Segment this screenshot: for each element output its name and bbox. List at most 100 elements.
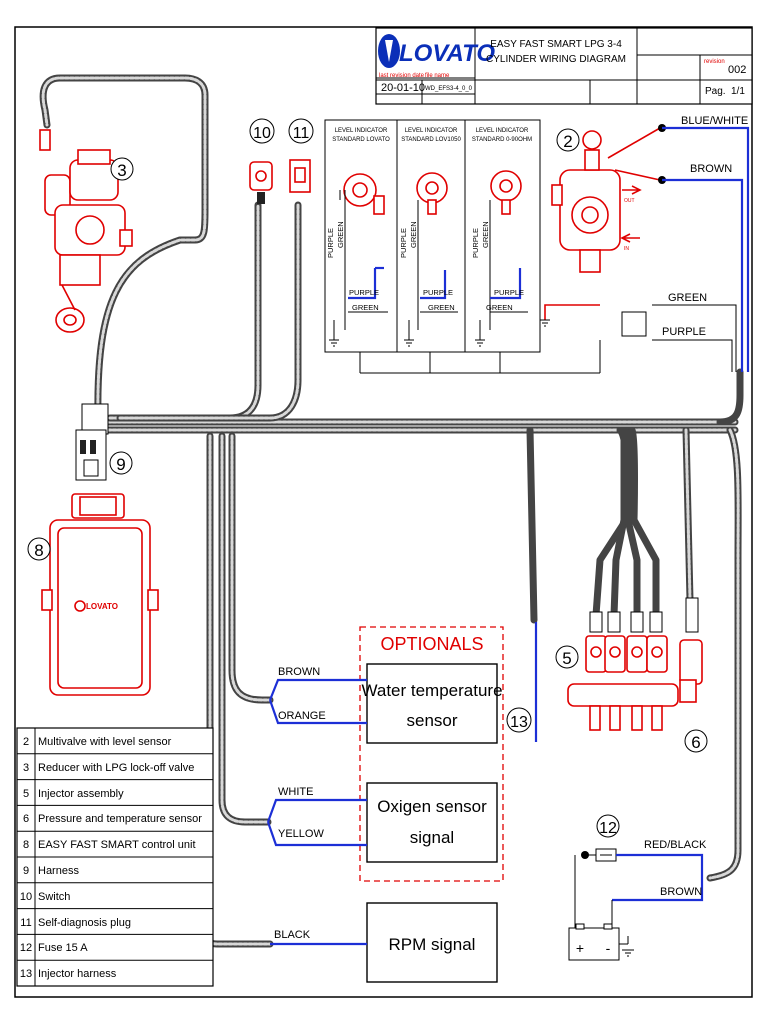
legend-row-num: 13: [20, 968, 32, 980]
legend-table: 2 Multivalve with level sensor 3 Reducer…: [16, 727, 214, 987]
lovato-logo: LOVATO: [378, 34, 495, 68]
title-block: LOVATO last revision date file name 20-0…: [375, 27, 753, 105]
badge-8-number: 8: [34, 541, 43, 560]
level-indicator-3-label-green: GREEN: [486, 303, 513, 312]
oxygen-sensor-box: [366, 782, 498, 863]
wire-label-red-black: RED/BLACK: [644, 839, 707, 851]
level-indicator-3-vertical-purple: PURPLE: [471, 228, 480, 258]
wire-label-brown-water: BROWN: [278, 666, 320, 678]
level-indicator-1-title1: LEVEL INDICATOR: [335, 128, 388, 134]
oxygen-sensor-label-line1: Oxigen sensor: [377, 797, 487, 816]
revision-label: revision: [704, 59, 725, 65]
legend-row-num: 5: [23, 788, 29, 800]
water-temperature-sensor-label-line1: Water temperature: [361, 681, 502, 700]
revision-date: 20-01-10: [381, 82, 425, 94]
revision-number: 002: [728, 64, 746, 76]
level-indicator-2-vertical-green: GREEN: [409, 221, 418, 248]
badge-6: [684, 729, 708, 753]
optionals-box: [359, 626, 504, 882]
level-indicator-3-label-purple: PURPLE: [494, 288, 524, 297]
valve-in-label: IN: [624, 246, 629, 252]
level-indicator-2-title2: STANDARD LOV1050: [401, 137, 461, 143]
diagram-title-line1: EASY FAST SMART LPG 3-4: [490, 39, 622, 50]
badge-5-number: 5: [562, 649, 571, 668]
control-unit-component: LOVATO: [41, 493, 159, 696]
optionals-wires: BROWN ORANGE WHITE YELLOW BLACK: [266, 666, 367, 946]
harness: [39, 74, 744, 948]
level-indicator-2-label-purple: PURPLE: [423, 288, 453, 297]
pressure-temperature-sensor-component: [679, 597, 703, 703]
level-indicator-2-label-green: GREEN: [428, 303, 455, 312]
legend-row-num: 11: [20, 917, 31, 929]
badge-10-number: 10: [253, 125, 271, 142]
oxygen-sensor-label-line2: signal: [410, 828, 454, 847]
badge-13-number: 13: [510, 714, 528, 731]
water-temperature-sensor-label-line2: sensor: [406, 711, 457, 730]
legend-row-text: Injector assembly: [38, 788, 124, 800]
legend-row-num: 12: [20, 942, 32, 954]
badge-11-number: 11: [293, 125, 310, 142]
battery-plus: +: [576, 940, 584, 956]
level-indicator-2-vertical-purple: PURPLE: [399, 228, 408, 258]
badge-2-number: 2: [563, 132, 572, 151]
level-indicator-1-vertical-purple: PURPLE: [326, 228, 335, 258]
diagnosis-plug-component: [289, 159, 311, 193]
page-label: Pag.: [705, 86, 726, 97]
wire-label-black: BLACK: [274, 929, 311, 941]
badge-12: [596, 814, 620, 838]
legend-row-num: 10: [20, 891, 32, 903]
legend-row-num: 3: [23, 762, 29, 774]
valve-out-label: OUT: [624, 198, 635, 204]
level-indicator-3-title2: STANDARD 0-90OHM: [472, 137, 532, 143]
wire-label-yellow: YELLOW: [278, 828, 324, 840]
file-name-label: file name: [425, 73, 450, 79]
level-indicator-3-title1: LEVEL INDICATOR: [476, 128, 529, 134]
last-revision-date-label: last revision date: [379, 73, 425, 79]
harness-connector: [75, 403, 109, 481]
legend-row-text: Switch: [38, 891, 70, 903]
switch-component: [249, 161, 273, 204]
wire-label-brown-top: BROWN: [690, 163, 732, 175]
wire-label-blue-white: BLUE/WHITE: [681, 115, 748, 127]
badge-9-number: 9: [116, 455, 125, 474]
battery-minus: -: [606, 940, 611, 956]
legend-row-text: Reducer with LPG lock-off valve: [38, 762, 194, 774]
badge-5: [555, 645, 579, 669]
multivalve-wires: BLUE/WHITE BROWN GREEN PURPLE: [652, 115, 750, 372]
badge-6-number: 6: [691, 733, 700, 752]
legend-row-num: 9: [23, 865, 29, 877]
reducer-component: [39, 129, 133, 333]
wire-label-brown-battery: BROWN: [660, 886, 702, 898]
logo-text: LOVATO: [399, 40, 495, 67]
injector-assembly-component: [567, 611, 679, 731]
badge-10: [249, 118, 275, 144]
badge-3: [110, 157, 134, 181]
rpm-signal-label: RPM signal: [389, 935, 476, 954]
badge-13: [506, 707, 532, 733]
badge-2: [556, 128, 580, 152]
badge-11: [288, 118, 314, 144]
badge-9: [109, 451, 133, 475]
legend-row-num: 8: [23, 839, 29, 851]
level-indicator-2-title1: LEVEL INDICATOR: [405, 128, 458, 134]
level-sensor-connector: [621, 311, 647, 337]
wire-label-purple: PURPLE: [662, 326, 706, 338]
water-temperature-sensor-box: [366, 663, 498, 744]
legend-row-text: Pressure and temperature sensor: [38, 813, 202, 825]
level-indicator-1-label-green: GREEN: [352, 303, 379, 312]
level-indicator-1-label-purple: PURPLE: [349, 288, 379, 297]
file-name: WD_EFS3-4_0_0: [425, 86, 473, 92]
page-number: 1/1: [731, 86, 745, 97]
wire-label-orange: ORANGE: [278, 710, 326, 722]
level-indicator-lov1050: LEVEL INDICATOR STANDARD LOV1050 PURPLE …: [399, 128, 461, 347]
wire-label-white: WHITE: [278, 786, 313, 798]
legend-row-text: Multivalve with level sensor: [38, 736, 172, 748]
legend-row-num: 6: [23, 813, 29, 825]
level-indicator-3-vertical-green: GREEN: [481, 221, 490, 248]
diagram-title-line2: CYLINDER WIRING DIAGRAM: [486, 54, 626, 65]
level-indicator-1-title2: STANDARD LOVATO: [332, 137, 390, 143]
legend-row-text: Self-diagnosis plug: [38, 917, 131, 929]
wire-label-green: GREEN: [668, 292, 707, 304]
rpm-signal-box: [366, 902, 498, 983]
